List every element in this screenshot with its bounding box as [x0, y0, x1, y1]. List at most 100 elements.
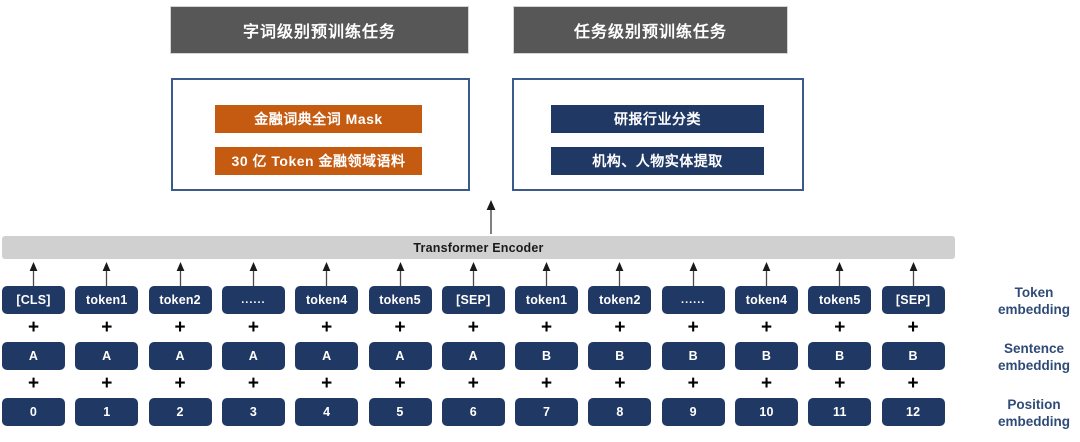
- side-label-position-embedding: Position embedding: [988, 396, 1080, 430]
- sentence-embedding-cell: A: [2, 342, 65, 370]
- token-embedding-cell: token2: [588, 286, 652, 314]
- token-input-arrows: [2, 262, 955, 286]
- token-embedding-cell: [SEP]: [441, 286, 505, 314]
- side-label-sentence-embedding-line1: Sentence: [1003, 341, 1065, 356]
- chip-entity-extraction: 机构、人物实体提取: [551, 147, 764, 175]
- side-label-sentence-embedding-line2: embedding: [997, 358, 1070, 373]
- header-banner-task-level-label: 任务级别预训练任务: [573, 24, 727, 41]
- token-input-arrow-icon: [689, 262, 698, 286]
- position-embedding-cell: 12: [881, 398, 945, 426]
- chip-financial-dictionary-mask-label: 金融词典全词 Mask: [254, 111, 383, 127]
- sentence-embedding-cell: B: [735, 342, 798, 370]
- token-input-arrow-icon: [835, 262, 844, 286]
- plus-symbol: +: [101, 316, 113, 338]
- token-input-arrow-icon: [615, 262, 624, 286]
- transformer-encoder-label: Transformer Encoder: [413, 240, 544, 255]
- side-label-position-embedding-line1: Position: [1007, 397, 1061, 412]
- token-input-arrow-icon: [29, 262, 38, 286]
- header-banner-word-level: 字词级别预训练任务: [170, 6, 469, 54]
- position-embedding-cell: 6: [441, 398, 505, 426]
- plus-symbol: +: [321, 316, 333, 338]
- position-embedding-cell: 1: [75, 398, 139, 426]
- token-input-arrow-icon: [249, 262, 258, 286]
- chip-research-report-industry-classification-label: 研报行业分类: [614, 111, 701, 127]
- chip-research-report-industry-classification: 研报行业分类: [551, 105, 764, 133]
- sentence-embedding-cell: A: [368, 342, 432, 370]
- header-banner-task-level: 任务级别预训练任务: [513, 6, 788, 54]
- sentence-embedding-cell: B: [661, 342, 725, 370]
- chip-entity-extraction-label: 机构、人物实体提取: [592, 153, 723, 169]
- token-input-arrow-icon: [176, 262, 184, 286]
- side-label-position-embedding-line2: embedding: [997, 414, 1070, 429]
- token-input-arrow-icon: [542, 262, 551, 286]
- plus-symbol: +: [394, 372, 406, 394]
- header-banner-word-level-label: 字词级别预训练任务: [242, 24, 396, 41]
- position-embedding-cell: 5: [368, 398, 432, 426]
- plus-symbol: +: [834, 316, 846, 338]
- token-input-arrow-icon: [322, 262, 331, 286]
- transformer-encoder-bar: Transformer Encoder: [2, 236, 955, 259]
- plus-symbol: +: [247, 316, 259, 338]
- token-embedding-cell: token5: [368, 286, 432, 314]
- token-embedding-cell: ......: [221, 286, 285, 314]
- plus-row-token-sentence: +++++++++++++: [2, 316, 955, 338]
- sentence-embedding-cell: B: [808, 342, 872, 370]
- token-input-arrow-icon: [909, 262, 917, 286]
- position-embedding-cell: 2: [148, 398, 212, 426]
- side-label-token-embedding: Token embedding: [988, 284, 1080, 318]
- encoder-output-arrow-icon: [486, 200, 496, 234]
- sentence-embedding-cell: A: [75, 342, 139, 370]
- plus-symbol: +: [760, 316, 773, 338]
- sentence-embedding-cell: A: [148, 342, 212, 370]
- position-embedding-cell: 7: [515, 398, 579, 426]
- side-label-token-embedding-line2: embedding: [997, 302, 1070, 317]
- token-embedding-cell: [SEP]: [881, 286, 945, 314]
- chip-financial-dictionary-mask: 金融词典全词 Mask: [215, 105, 422, 133]
- token-embedding-cell: token4: [735, 286, 798, 314]
- token-embedding-cell: token5: [808, 286, 872, 314]
- plus-symbol: +: [174, 372, 186, 394]
- plus-symbol: +: [321, 372, 333, 394]
- token-embedding-cell: token2: [148, 286, 212, 314]
- token-input-arrow-icon: [469, 262, 478, 286]
- sentence-embedding-cell: A: [295, 342, 359, 370]
- plus-symbol: +: [467, 372, 479, 394]
- chip-financial-corpus: 30 亿 Token 金融领域语料: [215, 147, 422, 175]
- plus-symbol: +: [760, 372, 773, 394]
- plus-symbol: +: [467, 316, 479, 338]
- token-input-arrow-icon: [102, 262, 111, 286]
- plus-symbol: +: [247, 372, 259, 394]
- plus-symbol: +: [907, 372, 919, 394]
- plus-symbol: +: [614, 316, 626, 338]
- plus-symbol: +: [174, 316, 186, 338]
- plus-symbol: +: [834, 372, 846, 394]
- sentence-embedding-cell: B: [588, 342, 652, 370]
- plus-symbol: +: [541, 316, 553, 338]
- plus-symbol: +: [101, 372, 113, 394]
- plus-symbol: +: [687, 316, 699, 338]
- position-embedding-cell: 9: [661, 398, 725, 426]
- position-embedding-cell: 0: [2, 398, 65, 426]
- sentence-embedding-cell: B: [881, 342, 945, 370]
- side-label-sentence-embedding: Sentence embedding: [988, 340, 1080, 374]
- token-input-arrow-icon: [396, 262, 404, 286]
- plus-symbol: +: [541, 372, 553, 394]
- position-embedding-cell: 10: [735, 398, 798, 426]
- token-embedding-cell: ......: [661, 286, 725, 314]
- token-embedding-cell: token4: [295, 286, 359, 314]
- plus-symbol: +: [394, 316, 406, 338]
- position-embedding-cell: 11: [808, 398, 872, 426]
- plus-row-sentence-position: +++++++++++++: [2, 372, 955, 394]
- position-embedding-cell: 4: [295, 398, 359, 426]
- position-embedding-cell: 8: [588, 398, 652, 426]
- position-embedding-cell: 3: [221, 398, 285, 426]
- sentence-embedding-cell: B: [515, 342, 579, 370]
- side-label-token-embedding-line1: Token: [1014, 285, 1054, 300]
- plus-symbol: +: [27, 372, 40, 394]
- plus-symbol: +: [907, 316, 919, 338]
- plus-symbol: +: [687, 372, 699, 394]
- token-embedding-cell: token1: [515, 286, 579, 314]
- token-embedding-cell: token1: [75, 286, 139, 314]
